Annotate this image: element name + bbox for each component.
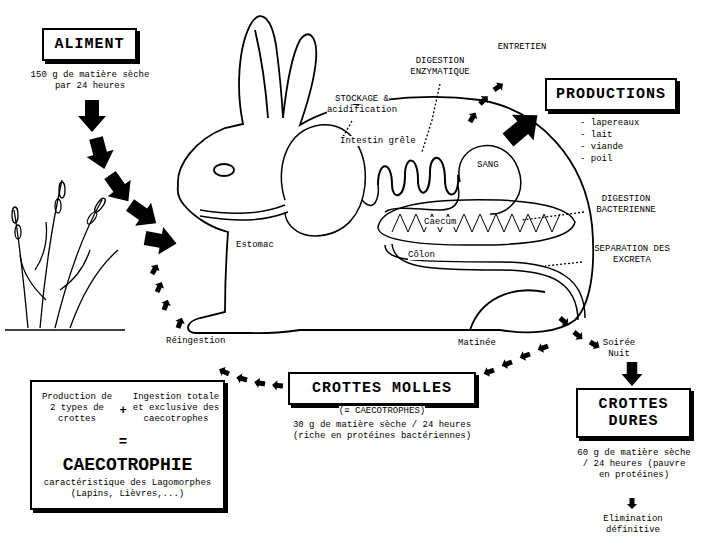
production-item: - lapereaux [580, 118, 639, 128]
function-label: SEPARATION DES EXCRETA [594, 244, 670, 265]
flow-label-holder: Elimination définitive [595, 514, 671, 536]
box-title: PRODUCTIONS [547, 80, 675, 109]
organ-label: Intestin grêle [340, 136, 416, 146]
flow-label: Elimination définitive [603, 514, 662, 535]
caecum-folds [392, 214, 560, 232]
organ-label: Côlon [408, 250, 435, 260]
box-title: CROTTES MOLLES [290, 374, 474, 403]
title-box: CROTTES MOLLES [288, 372, 476, 405]
function-label-holder: DIGESTION ENZYMATIQUE [400, 56, 480, 78]
organ-label-holder: Caecum [424, 217, 469, 228]
flow-label-holder: Réingestion [166, 336, 241, 347]
synonym-note-holder: (≡ CAECOTROPHES) [302, 406, 462, 417]
function-label-holder: STOCKAGE & acidification [318, 94, 406, 116]
time-label-holder: Soirée Nuit [596, 338, 642, 360]
quantity-note: 30 g de matière sèche / 24 heures (riche… [293, 420, 471, 441]
organ-label-holder: Intestin grêle [340, 136, 430, 147]
summary-box: Production de 2 types de crottes+Ingesti… [30, 380, 225, 510]
time-label: Matinée [458, 338, 496, 348]
time-label-holder: Matinée [458, 338, 508, 349]
plant [5, 180, 125, 330]
organ-label-holder: SANG [477, 160, 507, 171]
function-label: DIGESTION BACTERIENNE [596, 194, 655, 215]
rabbit-outline [178, 16, 594, 333]
title-box: ALIMENT [42, 28, 137, 61]
quantity-note-holder: 150 g de matière sèche par 24 heures [26, 70, 154, 92]
function-label-holder: DIGESTION BACTERIENNE [586, 194, 666, 216]
digestive-tract [200, 125, 585, 320]
production-item: - viande [580, 142, 623, 152]
summary-term: CAECOTROPHIE [32, 454, 223, 476]
time-label: Soirée Nuit [603, 338, 635, 359]
title-box: CROTTES DURES [576, 388, 691, 438]
quantity-note-holder: 30 g de matière sèche / 24 heures (riche… [285, 420, 479, 442]
function-label: STOCKAGE & acidification [327, 94, 397, 115]
organ-label-holder: Estomac [236, 240, 286, 251]
flow-label: Réingestion [166, 336, 225, 346]
production-item-holder: - lait [580, 130, 660, 141]
summary-text: caractéristique des Lagomorphes (Lapins,… [32, 478, 223, 500]
quantity-note-holder: 60 g de matière sèche / 24 heures (pauvr… [575, 448, 693, 481]
organ-label-holder: Côlon [408, 250, 448, 261]
function-label: ENTRETIEN [498, 42, 547, 52]
function-label: DIGESTION ENZYMATIQUE [410, 56, 469, 77]
quantity-note: 150 g de matière sèche par 24 heures [31, 70, 150, 91]
box-title: CROTTES DURES [578, 390, 689, 436]
function-label-holder: ENTRETIEN [487, 42, 557, 53]
production-item-holder: - lapereaux [580, 118, 660, 129]
summary-text: Production de 2 types de crottes [38, 392, 116, 425]
summary-text: Ingestion totale et exclusive des caecot… [130, 392, 222, 425]
summary-text: + [116, 404, 130, 418]
caecum-fold-line [392, 214, 560, 232]
synonym-note: (≡ CAECOTROPHES) [339, 406, 425, 416]
summary-text: = [116, 434, 130, 451]
function-label-holder: SEPARATION DES EXCRETA [582, 244, 682, 266]
organ-label: Caecum [424, 217, 456, 227]
production-item-holder: - poil [580, 154, 660, 165]
box-title: ALIMENT [44, 30, 135, 59]
quantity-note: 60 g de matière sèche / 24 heures (pauvr… [577, 448, 690, 480]
production-item: - poil [580, 154, 612, 164]
organ-label: Estomac [236, 240, 274, 250]
production-item-holder: - viande [580, 142, 660, 153]
title-box: PRODUCTIONS [545, 78, 677, 111]
production-item: - lait [580, 130, 612, 140]
organ-label: SANG [477, 160, 499, 170]
